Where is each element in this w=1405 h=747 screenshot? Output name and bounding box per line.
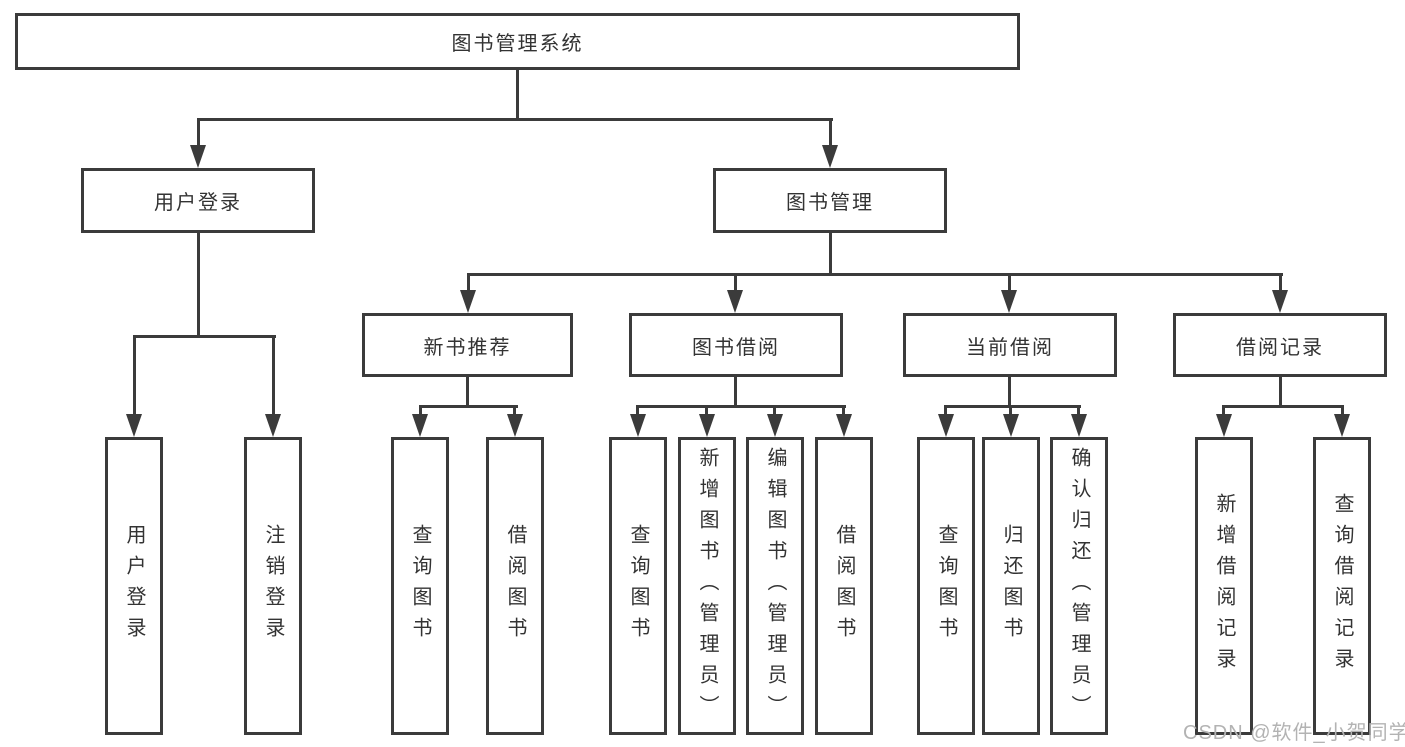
connector-drop-login [197, 118, 200, 148]
node-label: 图书管理 [786, 192, 874, 214]
node-leaf-query-borrow-record: 查询借阅记录 [1313, 437, 1371, 735]
arrowhead-icon [265, 414, 281, 437]
node-leaf-query-books-borrow: 查询图书 [609, 437, 667, 735]
connector-login-rail [133, 335, 276, 338]
connector-drop-logout [272, 335, 275, 417]
node-label: 当前借阅 [966, 336, 1054, 359]
connector-g2-drop3 [773, 405, 776, 419]
node-leaf-borrow-books-recommend: 借阅图书 [486, 437, 544, 735]
node-label: 编辑图书（管理员） [764, 446, 786, 726]
node-current-borrow: 当前借阅 [903, 313, 1117, 377]
node-label: 查询借阅记录 [1331, 493, 1353, 679]
connector-g3-drop2 [1009, 405, 1012, 419]
node-leaf-logout: 注销登录 [244, 437, 302, 735]
connector-drop-records [1279, 273, 1282, 295]
arrowhead-icon [1003, 414, 1019, 437]
node-leaf-add-borrow-record: 新增借阅记录 [1195, 437, 1253, 735]
connector-g2-drop4 [842, 405, 845, 419]
connector-root-stem [516, 69, 519, 120]
node-leaf-query-books-current: 查询图书 [917, 437, 975, 735]
arrowhead-icon [1216, 414, 1232, 437]
arrowhead-icon [1334, 414, 1350, 437]
node-leaf-confirm-return-admin: 确认归还（管理员） [1050, 437, 1108, 735]
connector-login-stem [197, 232, 200, 337]
node-label: 确认归还（管理员） [1068, 446, 1090, 726]
arrowhead-icon [1272, 290, 1288, 313]
connector-g1-rail [419, 405, 518, 408]
connector-drop-recommend [467, 273, 470, 295]
node-leaf-query-books-recommend: 查询图书 [391, 437, 449, 735]
connector-g2-rail [636, 405, 846, 408]
connector-g2-drop1 [636, 405, 639, 419]
node-leaf-add-books-admin: 新增图书（管理员） [678, 437, 736, 735]
node-label: 图书管理系统 [451, 33, 584, 55]
connector-drop-user-login [133, 335, 136, 417]
node-label: 新增图书（管理员） [696, 446, 718, 726]
arrowhead-icon [699, 414, 715, 437]
arrowhead-icon [938, 414, 954, 437]
node-label: 查询图书 [935, 524, 957, 648]
csdn-watermark: CSDN @软件_小贺同学 [1183, 722, 1405, 744]
arrowhead-icon [1001, 290, 1017, 313]
arrowhead-icon [190, 145, 206, 168]
arrowhead-icon [836, 414, 852, 437]
node-label: 新增借阅记录 [1213, 493, 1235, 679]
connector-g1-drop1 [419, 405, 422, 419]
arrowhead-icon [507, 414, 523, 437]
node-label: 查询图书 [627, 524, 649, 648]
node-label: 归还图书 [1000, 524, 1022, 648]
node-leaf-user-login: 用户登录 [105, 437, 163, 735]
node-label: 用户登录 [123, 524, 145, 648]
node-label: 查询图书 [409, 524, 431, 648]
connector-g1-stem [466, 376, 469, 408]
node-label: 借阅记录 [1236, 336, 1324, 359]
connector-drop-current [1008, 273, 1011, 295]
connector-g1-drop2 [513, 405, 516, 419]
connector-g4-drop2 [1341, 405, 1344, 419]
connector-g3-drop1 [944, 405, 947, 419]
arrowhead-icon [126, 414, 142, 437]
arrowhead-icon [460, 290, 476, 313]
node-label: 图书借阅 [692, 336, 780, 359]
node-book-borrow: 图书借阅 [629, 313, 843, 377]
connector-g2-drop2 [705, 405, 708, 419]
connector-drop-mgmt [829, 118, 832, 148]
connector-g4-rail [1222, 405, 1344, 408]
connector-g4-stem [1279, 376, 1282, 408]
node-leaf-borrow-books: 借阅图书 [815, 437, 873, 735]
arrowhead-icon [727, 290, 743, 313]
arrowhead-icon [630, 414, 646, 437]
arrowhead-icon [1071, 414, 1087, 437]
connector-g4-drop1 [1222, 405, 1225, 419]
node-label: 新书推荐 [423, 336, 512, 359]
node-book-management: 图书管理 [713, 168, 947, 233]
node-label: 借阅图书 [504, 524, 526, 648]
node-new-book-recommend: 新书推荐 [362, 313, 573, 377]
connector-g3-drop3 [1077, 405, 1080, 419]
node-borrow-records: 借阅记录 [1173, 313, 1387, 377]
node-user-login: 用户登录 [81, 168, 315, 233]
node-leaf-edit-books-admin: 编辑图书（管理员） [746, 437, 804, 735]
node-label: 借阅图书 [833, 524, 855, 648]
connector-mgmt-stem [829, 232, 832, 275]
connector-root-rail [197, 118, 833, 121]
arrowhead-icon [822, 145, 838, 168]
connector-mgmt-rail [467, 273, 1283, 276]
node-label: 用户登录 [154, 192, 242, 214]
connector-g3-rail [944, 405, 1081, 408]
node-label: 注销登录 [262, 524, 284, 648]
node-library-management-system: 图书管理系统 [15, 13, 1020, 70]
connector-drop-borrow [734, 273, 737, 295]
arrowhead-icon [412, 414, 428, 437]
connector-g3-stem [1008, 376, 1011, 408]
connector-g2-stem [734, 376, 737, 408]
arrowhead-icon [767, 414, 783, 437]
node-leaf-return-books: 归还图书 [982, 437, 1040, 735]
